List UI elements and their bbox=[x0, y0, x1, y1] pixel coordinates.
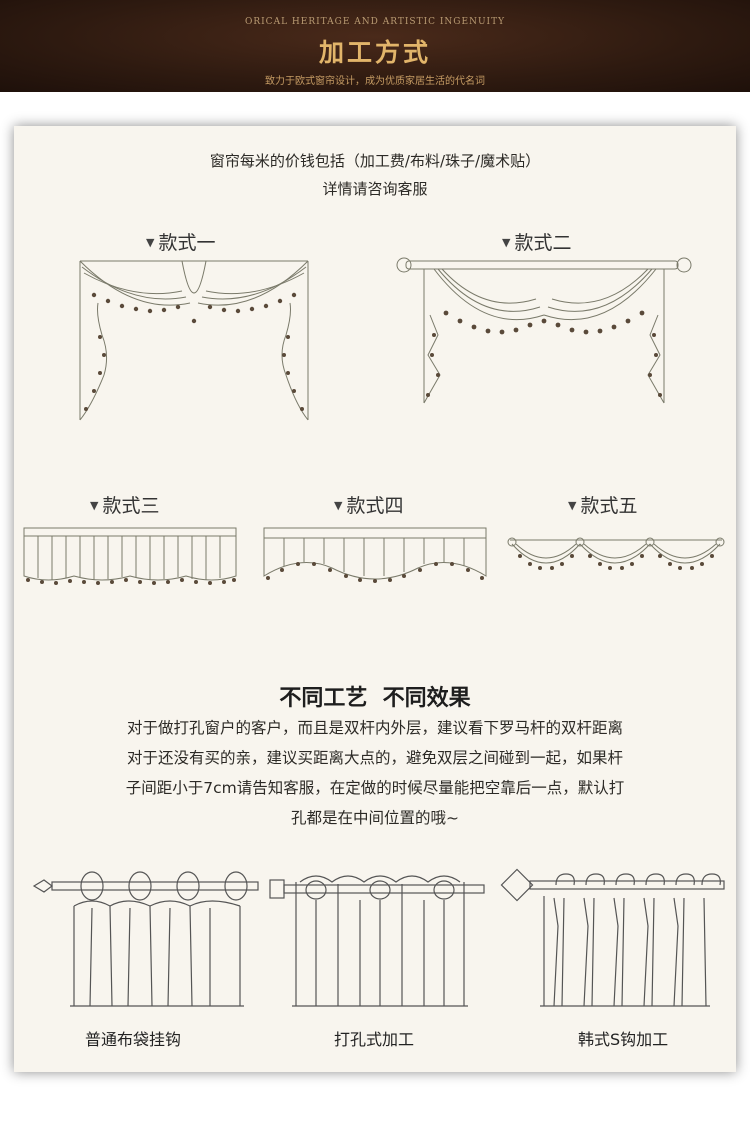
content-panel bbox=[14, 126, 736, 1072]
method-label-1: 普通布袋挂钩 bbox=[85, 1030, 182, 1049]
header-banner: ORICAL HERITAGE AND ARTISTIC INGENUITY 加… bbox=[0, 0, 750, 92]
valance-style-1-icon bbox=[79, 260, 309, 421]
grommet-curtain-icon bbox=[269, 875, 485, 1007]
style-label-2: ▼款式二 bbox=[502, 232, 572, 254]
header-slogan: 致力于欧式窗帘设计，成为优质家居生活的代名词 bbox=[265, 76, 485, 87]
style-label-3: ▼款式三 bbox=[90, 495, 160, 517]
intro-line-2: 详情请咨询客服 bbox=[322, 180, 428, 198]
s-hook-curtain-icon bbox=[500, 868, 725, 1007]
valance-style-3-icon bbox=[23, 527, 237, 585]
section-line-3: 子间距小于7cm请告知客服，在定做的时候尽量能把空靠后一点，默认打 bbox=[125, 779, 625, 797]
intro-line-1: 窗帘每米的价钱包括（加工费/布料/珠子/魔术贴） bbox=[209, 152, 541, 170]
valance-style-5-icon bbox=[507, 537, 725, 570]
style-label-5: ▼款式五 bbox=[568, 495, 638, 517]
section-line-2: 对于还没有买的亲，建议买距离大点的，避免双层之间碰到一起，如果杆 bbox=[126, 749, 623, 767]
method-label-2: 打孔式加工 bbox=[334, 1030, 415, 1049]
ring-hook-curtain-icon bbox=[32, 871, 259, 1007]
style-label-4: ▼款式四 bbox=[334, 495, 404, 517]
style-label-1: ▼款式一 bbox=[146, 232, 216, 254]
header-subtitle: ORICAL HERITAGE AND ARTISTIC INGENUITY bbox=[244, 17, 506, 27]
section-heading: 不同工艺 不同效果 bbox=[279, 686, 471, 711]
header-title: 加工方式 bbox=[318, 38, 431, 67]
section-line-4: 孔都是在中间位置的哦~ bbox=[291, 809, 459, 827]
section-line-1: 对于做打孔窗户的客户，而且是双杆内外层，建议看下罗马杆的双杆距离 bbox=[126, 719, 623, 737]
valance-style-2-icon bbox=[396, 257, 692, 404]
method-label-3: 韩式S钩加工 bbox=[578, 1030, 669, 1049]
valance-style-4-icon bbox=[263, 527, 487, 583]
